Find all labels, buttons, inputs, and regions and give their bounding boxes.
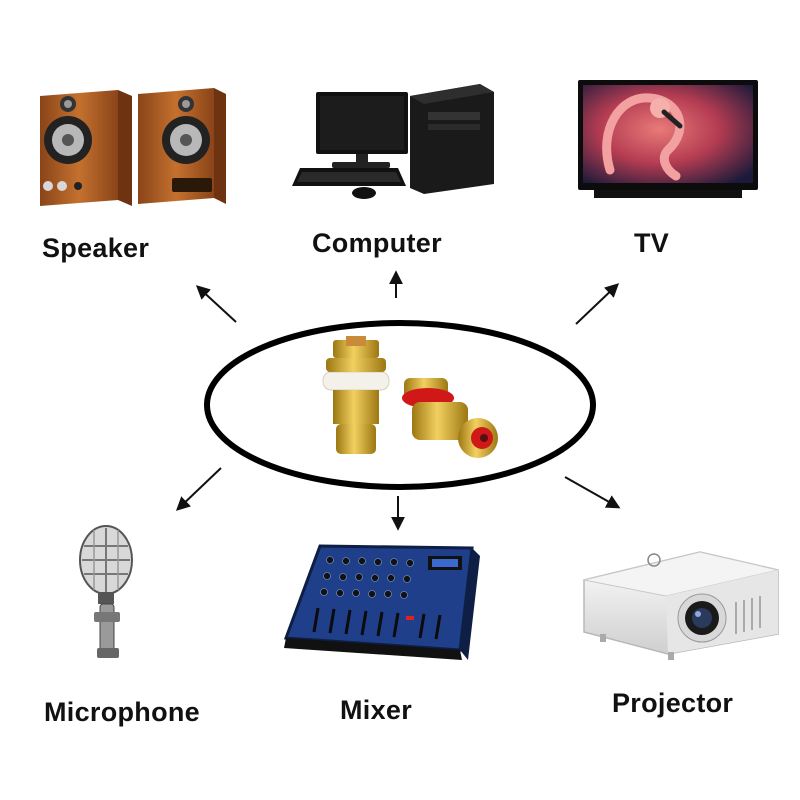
arrow-to-speaker [195,285,237,323]
microphone-icon [79,525,133,658]
arrow-to-projector [564,476,621,509]
projector-label: Projector [612,688,734,718]
computer-icon [292,84,494,199]
rca-connector-red-icon [402,378,498,458]
computer-label: Computer [312,228,442,258]
arrow-to-tv [575,283,620,325]
microphone-label: Microphone [44,697,200,727]
center-ellipse [204,320,596,490]
arrow-to-microphone [175,467,222,511]
mixer-icon [283,544,480,660]
rca-connector-white-icon [322,336,390,454]
speaker-label: Speaker [42,233,150,263]
tv-icon [578,80,758,198]
projector-icon [583,551,779,660]
mixer-label: Mixer [340,695,413,725]
tv-label: TV [634,228,670,258]
speaker-icon [40,88,226,206]
